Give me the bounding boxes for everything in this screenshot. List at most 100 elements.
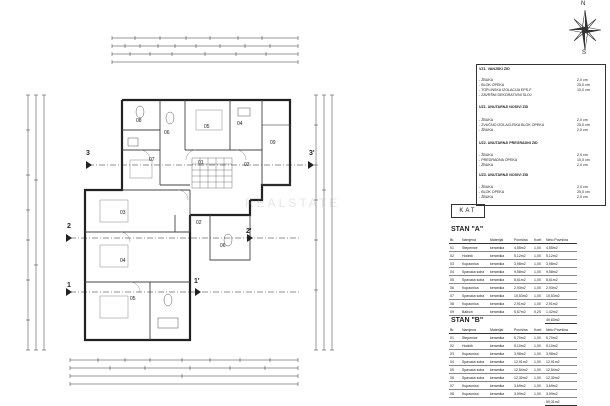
- column-header: Koef.: [533, 236, 545, 244]
- table-cell: 1,42m2: [545, 307, 577, 316]
- legend-row: - ŽBUKA: [479, 128, 494, 132]
- room-label-09: 09: [270, 140, 276, 146]
- room-label-07: 07: [149, 157, 155, 163]
- legend-value: 2,0 cm: [577, 153, 588, 157]
- table-cell: 01: [449, 333, 461, 342]
- table-cell: 1,00: [533, 267, 545, 276]
- legend-value: 2,0 cm: [577, 78, 588, 82]
- table-cell: 3,98m2: [545, 349, 577, 358]
- table-cell: [533, 316, 545, 324]
- table-cell: 1,00: [533, 291, 545, 300]
- table-cell: 03: [449, 349, 461, 358]
- table-cell: 04: [449, 267, 461, 276]
- north-arrow-compass: N S: [565, 1, 605, 58]
- section-3-left: 3: [86, 150, 90, 157]
- exterior-walls: [83, 98, 292, 342]
- table-cell: 5,10m2: [513, 341, 533, 350]
- table-cell: Spavaća soba: [461, 365, 489, 374]
- furniture: [99, 109, 223, 319]
- table-cell: 05: [449, 275, 461, 284]
- table-cell: 1,00: [533, 381, 545, 390]
- legend-value: 2,0 cm: [577, 163, 588, 167]
- table-cell: 5,10m2: [545, 341, 577, 350]
- section-2-right: 2': [246, 228, 252, 235]
- legend-value: 2,0 cm: [577, 118, 588, 122]
- section-markers: [66, 161, 314, 296]
- table-cell: 02: [449, 251, 461, 260]
- room-label-01: 01: [198, 160, 204, 166]
- column-header: Koef.: [533, 326, 545, 334]
- table-cell: 3,98m2: [513, 349, 533, 358]
- table-cell: 12,30m2: [545, 373, 577, 382]
- table-cell: Spavaća soba: [461, 275, 489, 284]
- stan-b-title: STAN "B": [451, 317, 484, 324]
- legend-value: 2,0 cm: [577, 195, 588, 199]
- table-cell: 9,58m2: [545, 267, 577, 276]
- balcony: [261, 124, 291, 186]
- table-cell: 5,70m2: [513, 333, 533, 342]
- legend-group-title: VZ1. VANJSKI ZID: [479, 67, 510, 71]
- table-cell: Stepenice: [461, 243, 489, 252]
- legend-value: 10,0 cm: [577, 158, 590, 162]
- legend-row: - ŽBUKA: [479, 78, 494, 82]
- table-cell: keramika: [489, 341, 513, 350]
- room-label-03: 03: [120, 210, 126, 216]
- table-cell: 1,00: [533, 275, 545, 284]
- table-cell: [513, 316, 533, 324]
- legend-group-title: UZ3. UNUTARNJI NOSIVI ZID: [479, 173, 529, 177]
- table-cell: Kupaonica: [461, 259, 489, 268]
- table-cell: 08: [449, 299, 461, 308]
- table-cell: 1,00: [533, 341, 545, 350]
- table-total-row: 59,31m2: [449, 397, 577, 406]
- wall-legend: VZ1. VANJSKI ZID - ŽBUKA 2,0 cm - BLOK O…: [476, 64, 606, 206]
- table-cell: 2,91m2: [513, 299, 533, 308]
- table-cell: keramika: [489, 283, 513, 292]
- table-cell: 1,00: [533, 365, 545, 374]
- table-cell: 07: [449, 291, 461, 300]
- table-cell: Spavaća soba: [461, 373, 489, 382]
- table-cell: keramika: [489, 243, 513, 252]
- section-2-left: 2: [67, 223, 71, 230]
- table-cell: Hodnik: [461, 251, 489, 260]
- table-cell: keramika: [489, 365, 513, 374]
- legend-group-title: UZ1. UNUTARNJI NOSIVI ZID: [479, 105, 529, 109]
- table-cell: 3,69m2: [513, 381, 533, 390]
- column-header: Površina: [513, 236, 533, 244]
- legend-value: 25,0 cm: [577, 123, 590, 127]
- legend-value: 25,0 cm: [577, 190, 590, 194]
- legend-group-title: UZ2. UNUTARNJI PREGRADNI ZID: [479, 141, 538, 145]
- table-cell: [449, 398, 461, 406]
- section-1-left: 1: [67, 282, 71, 289]
- table-cell: Spavaća soba: [461, 357, 489, 366]
- room-label-04-top: 04: [237, 121, 243, 127]
- table-cell: 3,69m2: [545, 381, 577, 390]
- legend-value: 25,0 cm: [577, 83, 590, 87]
- table-cell: 1,00: [533, 243, 545, 252]
- table-cell: Kupaonica: [461, 389, 489, 398]
- room-label-08: 08: [136, 118, 142, 124]
- table-cell: 1,00: [533, 357, 545, 366]
- legend-row: - ZAVRŠNI DEKORATIVNI SLOJ: [479, 93, 532, 97]
- table-cell: keramika: [489, 299, 513, 308]
- table-cell: 02: [449, 341, 461, 350]
- staircase: [191, 157, 233, 189]
- table-cell: 10,53m2: [545, 291, 577, 300]
- column-header: Neto Površina: [545, 326, 577, 334]
- table-cell: 5,12m2: [513, 251, 533, 260]
- table-cell: 9,58m2: [513, 267, 533, 276]
- table-cell: keramika: [489, 349, 513, 358]
- room-label-03-top: 03: [244, 162, 250, 168]
- room-label-06b: 06: [220, 243, 226, 249]
- legend-value: 10,0 cm: [577, 88, 590, 92]
- legend-row: - ŽBUKA: [479, 163, 494, 167]
